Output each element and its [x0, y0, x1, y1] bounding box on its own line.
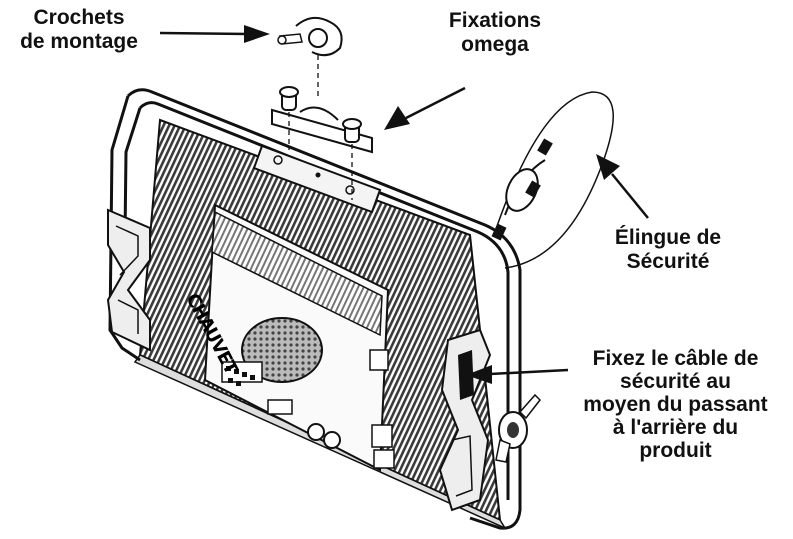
arrow-to-clamp [159, 25, 270, 43]
label-line: sécurité au [620, 370, 731, 393]
label-line: Sécurité [626, 250, 710, 273]
label-elingue-securite: Élingue de Sécurité [598, 226, 738, 274]
safety-cable [491, 91, 614, 269]
mounting-clamp [277, 16, 343, 57]
control-box [203, 203, 395, 472]
label-line: Fixez le câble de [592, 347, 759, 370]
label-line: moyen du passant [583, 393, 768, 416]
label-crochets-de-montage: Crochets de montage [4, 6, 154, 54]
arrow-to-omega [384, 86, 466, 130]
top-mounting-rail [252, 144, 382, 214]
yoke-knob [495, 393, 541, 463]
label-line: Crochets [33, 6, 125, 29]
arrow-to-loop [466, 365, 569, 384]
label-line: omega [461, 33, 529, 56]
label-line: produit [639, 439, 712, 462]
label-line: Fixations [448, 9, 542, 32]
label-fixations-omega: Fixations omega [425, 9, 565, 57]
label-line: Élingue de [614, 226, 722, 249]
label-line: de montage [20, 30, 138, 53]
omega-bracket [271, 86, 373, 154]
label-line: à l'arrière du [612, 416, 739, 439]
left-handle [106, 208, 151, 352]
label-fixez-cable: Fixez le câble de sécurité au moyen du p… [558, 347, 793, 462]
alignment-lines [288, 55, 353, 200]
arrow-to-cable [596, 154, 649, 219]
pointer-arrows [159, 25, 649, 384]
